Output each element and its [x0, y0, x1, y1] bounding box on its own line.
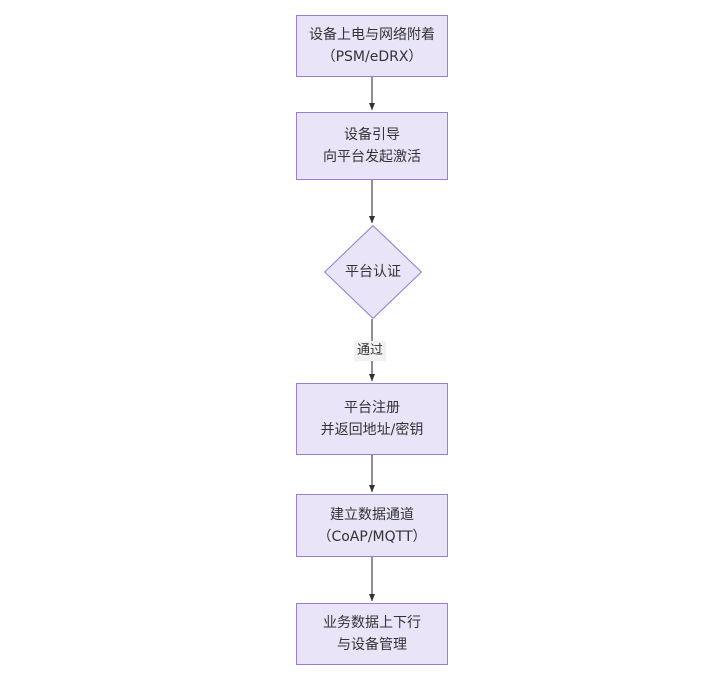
node-label-line: 设备引导: [344, 127, 400, 143]
node-platform-register[interactable]: 平台注册 并返回地址/密钥: [296, 383, 448, 455]
node-label-line: 建立数据通道: [330, 506, 414, 523]
node-establish-data-channel[interactable]: 建立数据通道 （CoAP/MQTT）: [296, 494, 448, 557]
node-device-power-on[interactable]: 设备上电与网络附着 （PSM/eDRX）: [296, 15, 448, 77]
node-label-line: 并返回地址/密钥: [320, 422, 424, 438]
node-label-line: （PSM/eDRX）: [321, 49, 423, 65]
node-business-data-and-device-mgmt[interactable]: 业务数据上下行 与设备管理: [296, 603, 448, 665]
node-label-line: （CoAP/MQTT）: [317, 528, 427, 545]
edge-label-pass: 通过: [354, 341, 387, 361]
node-label-line: 平台认证: [345, 264, 401, 280]
node-device-bootstrap[interactable]: 设备引导 向平台发起激活: [296, 112, 448, 180]
node-label-line: 业务数据上下行: [323, 615, 421, 631]
node-label-line: 平台注册: [344, 400, 400, 416]
node-label-line: 与设备管理: [337, 637, 407, 653]
node-label-line: 设备上电与网络附着: [309, 27, 435, 43]
node-platform-auth-decision[interactable]: 平台认证: [324, 225, 422, 319]
diamond-shape: [324, 225, 422, 319]
node-label-line: 向平台发起激活: [323, 149, 421, 165]
